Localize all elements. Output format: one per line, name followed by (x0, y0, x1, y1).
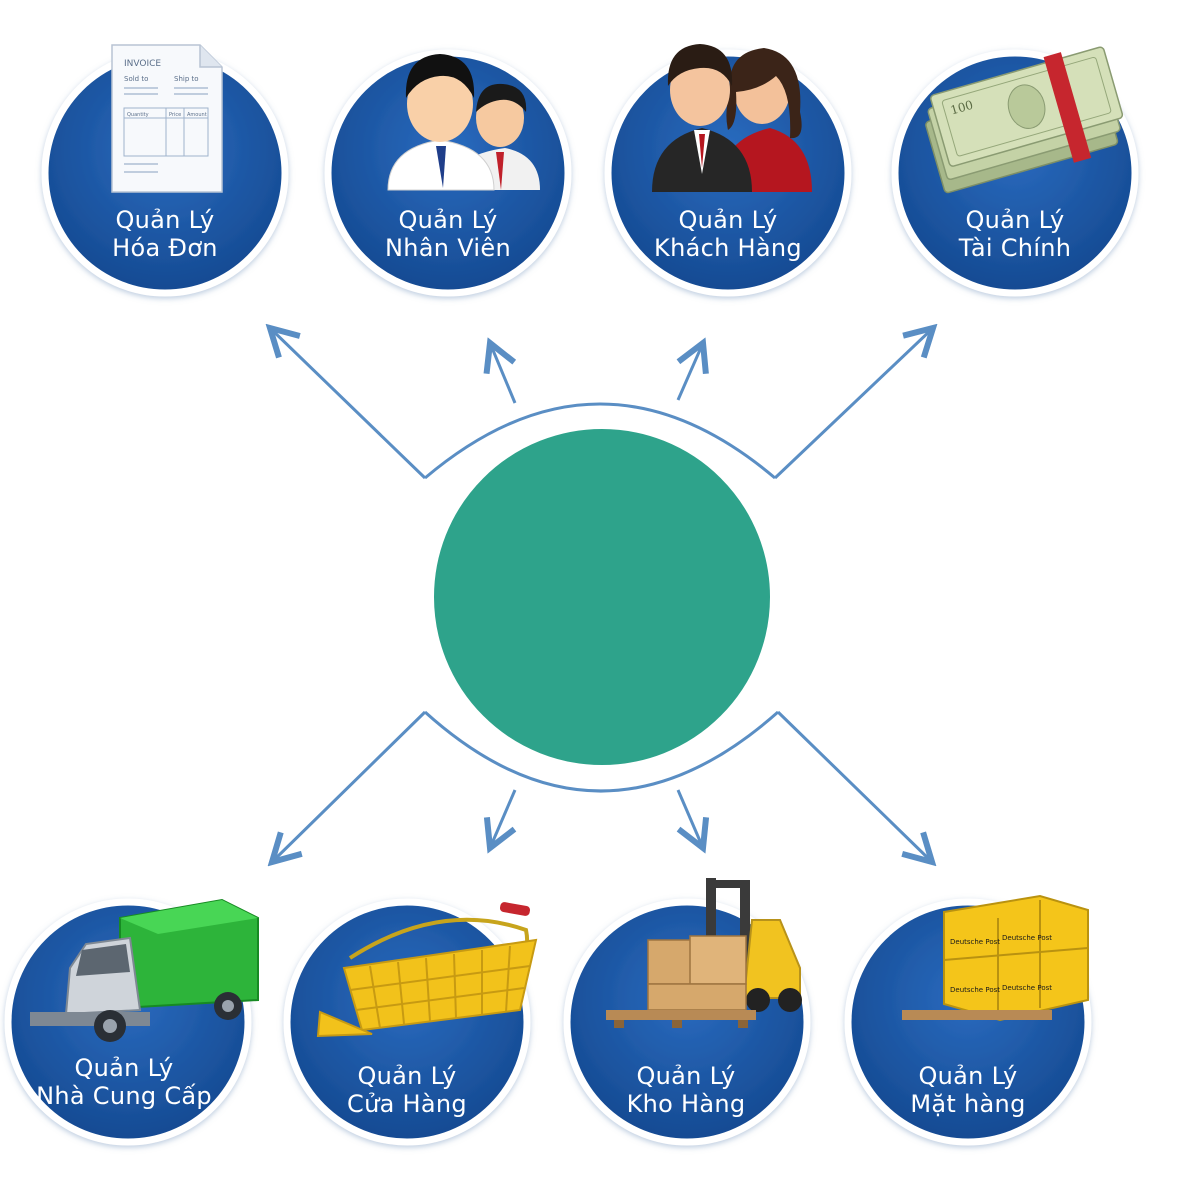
arrow-to-items (776, 710, 932, 862)
customers-icon (652, 44, 812, 192)
label-items-line1: Quản Lý (918, 1062, 1018, 1090)
label-customers-line1: Quản Lý (678, 206, 778, 234)
invoice-ship-to: Ship to (174, 75, 199, 83)
label-customers-line2: Khách Hàng (654, 234, 802, 262)
label-finance-line1: Quản Lý (965, 206, 1065, 234)
box-brand-3: Deutsche Post (950, 986, 1000, 994)
label-supplier: Quản Lý Nhà Cung Cấp (14, 1054, 234, 1110)
invoice-sold-to: Sold to (124, 75, 148, 83)
box-brand-4: Deutsche Post (1002, 984, 1052, 992)
label-employees-line2: Nhân Viên (385, 234, 511, 262)
label-supplier-line1: Quản Lý (74, 1054, 174, 1082)
label-invoice-line1: Quản Lý (115, 206, 215, 234)
label-customers: Quản Lý Khách Hàng (618, 206, 838, 262)
label-employees-line1: Quản Lý (398, 206, 498, 234)
label-warehouse-line2: Kho Hàng (626, 1090, 746, 1118)
label-invoice-line2: Hóa Đơn (112, 234, 218, 262)
label-supplier-line2: Nhà Cung Cấp (36, 1082, 212, 1110)
invoice-icon: INVOICE Sold to Ship to Quantity Price A… (111, 44, 223, 193)
employees-icon (387, 54, 540, 191)
arrow-to-store (490, 789, 517, 848)
basket-icon (316, 902, 538, 1038)
label-store-line1: Quản Lý (357, 1062, 457, 1090)
label-warehouse-line1: Quản Lý (636, 1062, 736, 1090)
invoice-col-price: Price (169, 112, 181, 118)
arrow-to-employees (490, 343, 517, 404)
invoice-col-quantity: Quantity (127, 112, 149, 118)
arrow-to-warehouse (676, 789, 703, 848)
invoice-title: INVOICE (124, 59, 161, 69)
banknote-denomination: 100 (949, 98, 975, 118)
arrow-to-finance (773, 328, 933, 480)
truck-icon (30, 898, 259, 1042)
boxes-icon: Deutsche Post Deutsche Post Deutsche Pos… (902, 894, 1089, 1022)
label-invoice: Quản Lý Hóa Đơn (55, 206, 275, 262)
connectors-bottom (272, 710, 932, 862)
label-items-line2: Mặt hàng (910, 1090, 1026, 1118)
label-finance-line2: Tài Chính (958, 234, 1072, 262)
connectors-top (270, 328, 933, 480)
arrow-to-customers (678, 343, 703, 401)
box-brand-1: Deutsche Post (950, 938, 1000, 946)
money-icon: 100 (925, 46, 1124, 194)
arc-bottom (423, 710, 779, 793)
invoice-col-amount: Amount (187, 112, 207, 118)
label-warehouse: Quản Lý Kho Hàng (576, 1062, 796, 1118)
hub-circle (430, 425, 774, 769)
arrow-to-supplier (272, 710, 427, 862)
label-items: Quản Lý Mặt hàng (858, 1062, 1078, 1118)
label-store: Quản Lý Cửa Hàng (297, 1062, 517, 1118)
arc-top (424, 402, 776, 480)
forklift-icon (606, 878, 802, 1028)
arrow-to-invoice (270, 328, 427, 480)
box-brand-2: Deutsche Post (1002, 934, 1052, 942)
label-finance: Quản Lý Tài Chính (905, 206, 1125, 262)
label-employees: Quản Lý Nhân Viên (338, 206, 558, 262)
label-store-line2: Cửa Hàng (347, 1090, 467, 1118)
